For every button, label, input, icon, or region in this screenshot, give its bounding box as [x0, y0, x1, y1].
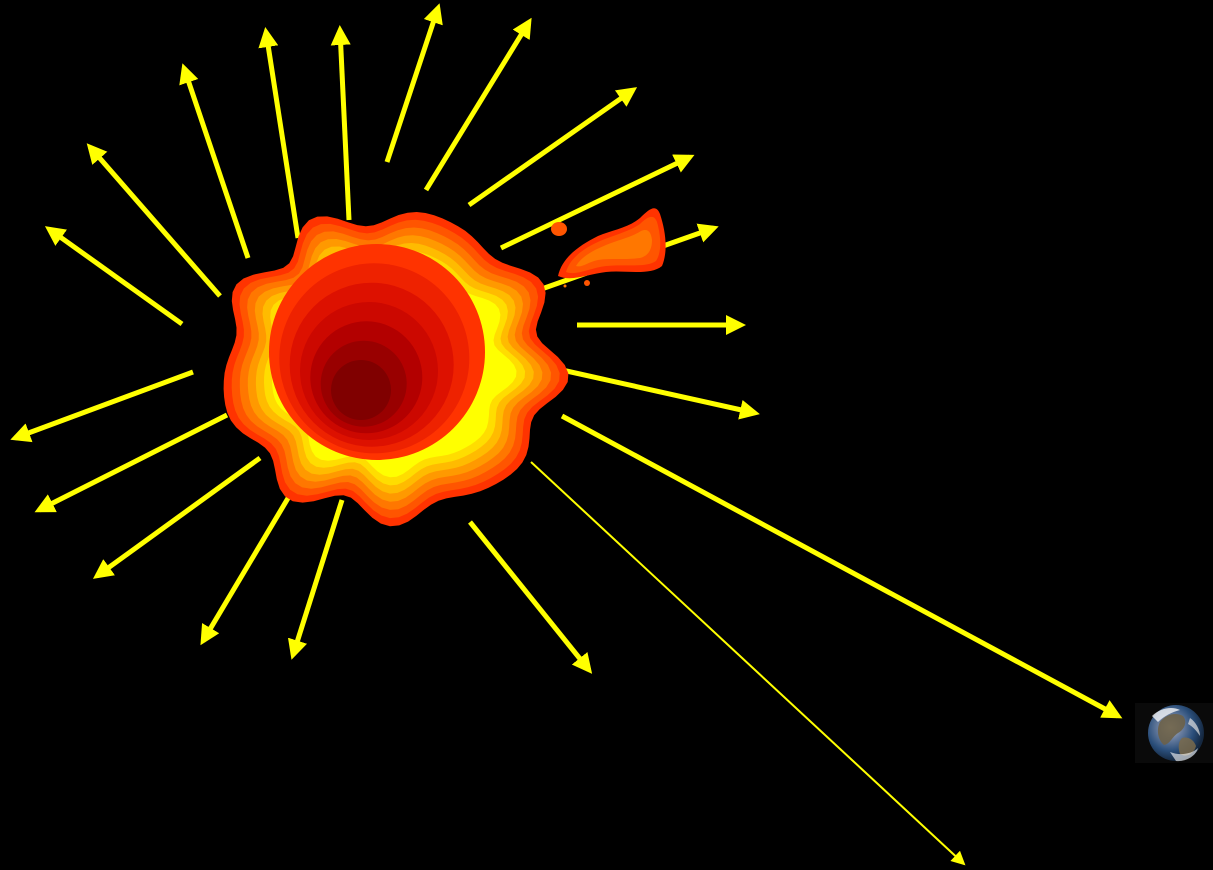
sun-core: [269, 244, 485, 460]
sun-core-layer: [331, 360, 391, 420]
earth-icon: [1135, 703, 1213, 763]
